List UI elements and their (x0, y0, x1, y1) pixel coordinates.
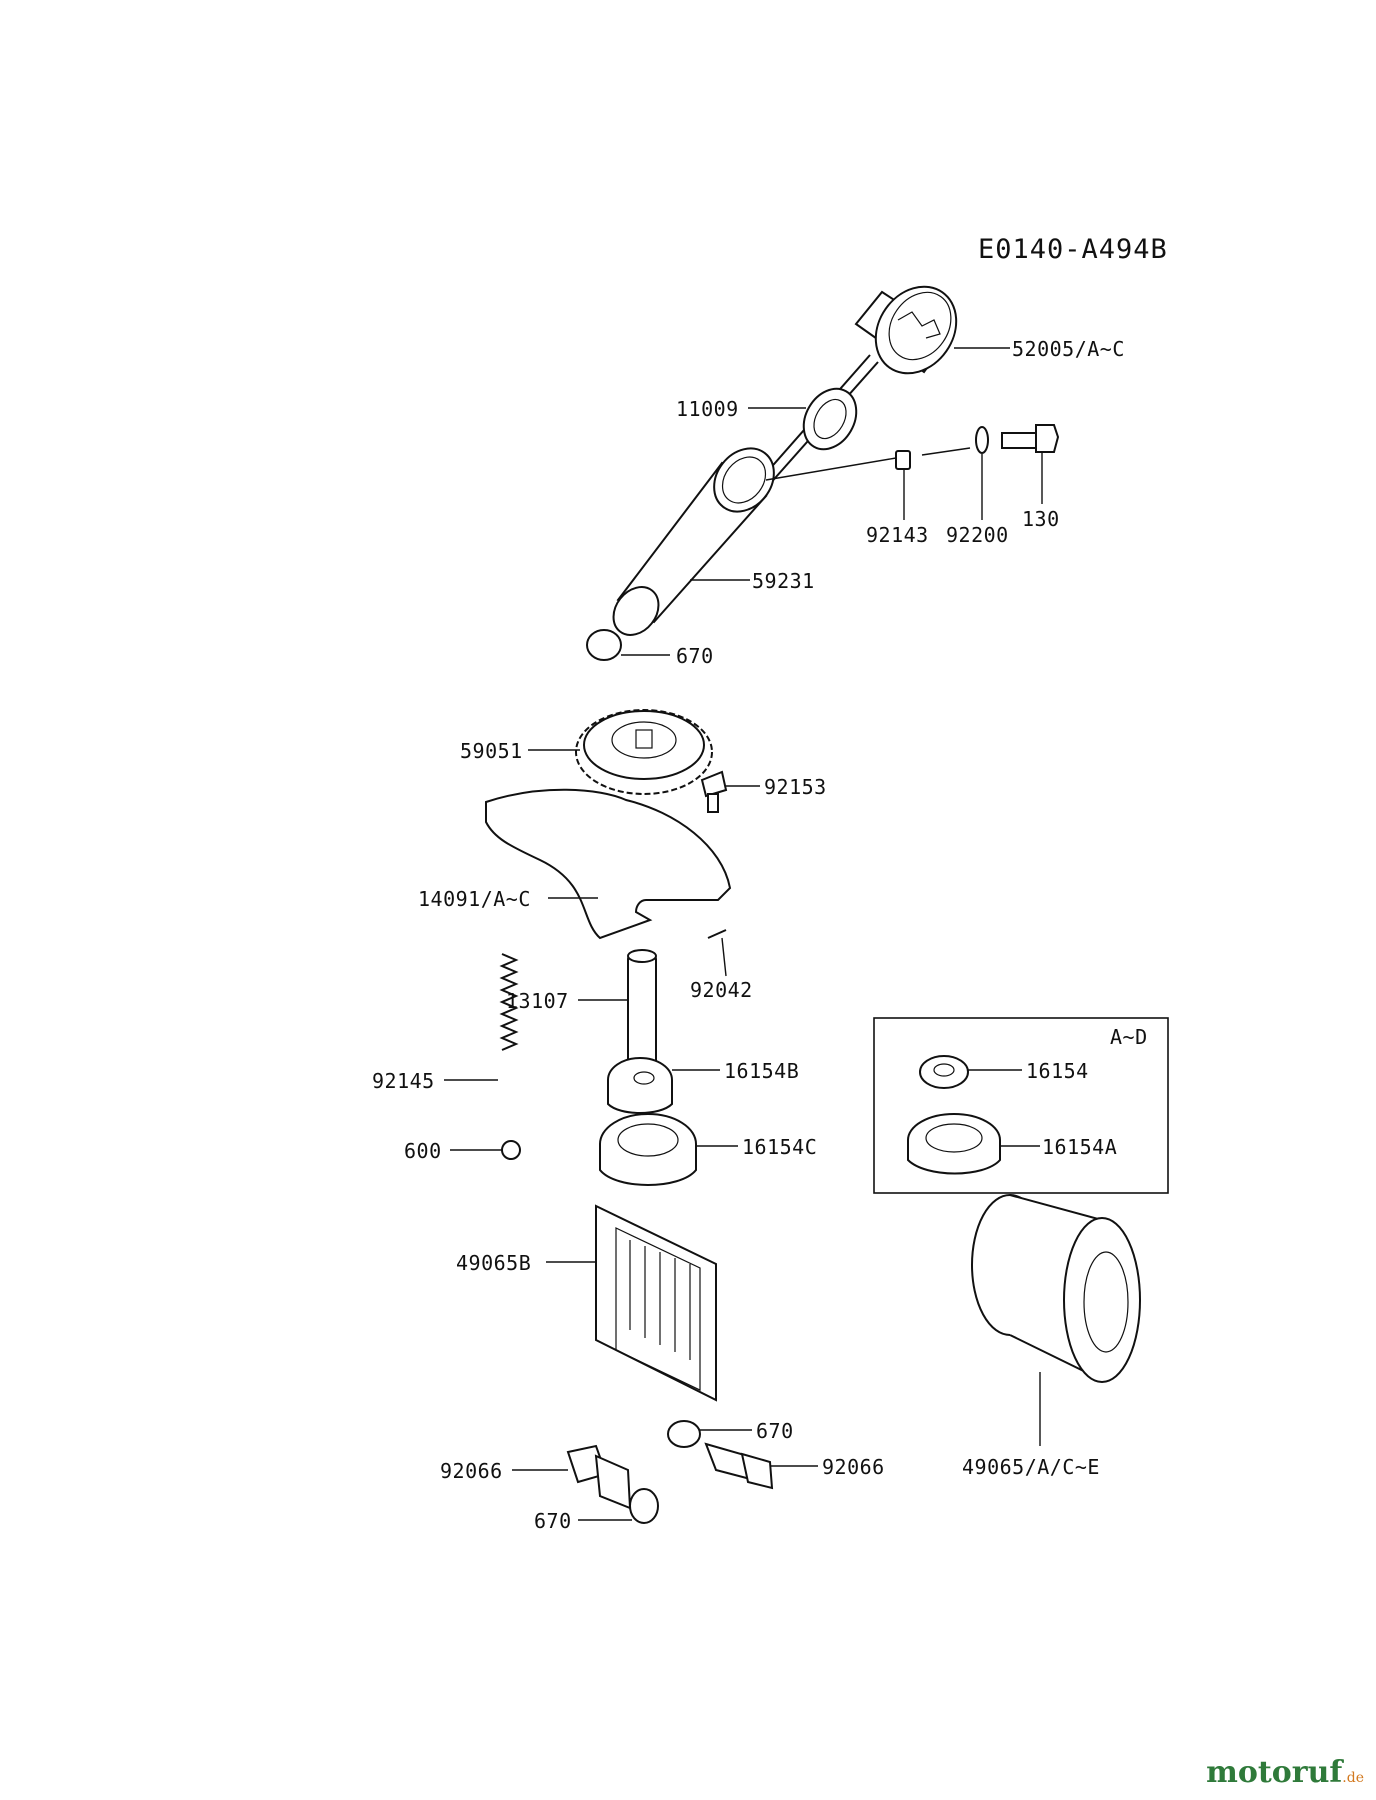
label-59231: 59231 (752, 569, 815, 593)
relief-ball-part (501, 1140, 521, 1160)
label-92145: 92145 (372, 1069, 435, 1093)
collar-part (895, 450, 911, 470)
drain-plug-left-part (566, 1444, 632, 1510)
filler-tube-part (612, 447, 775, 636)
oil-filter-part (971, 1194, 1141, 1383)
seal-ring-part (802, 387, 858, 451)
o-ring-mid-part (667, 1420, 701, 1448)
pump-cover-plate-part (485, 788, 732, 940)
label-14091: 14091/A~C (418, 887, 531, 911)
drain-plug-right-part (704, 1442, 774, 1490)
washer-part (975, 426, 989, 454)
label-92200: 92200 (946, 523, 1009, 547)
oil-strainer-part (595, 1204, 717, 1402)
label-600: 600 (404, 1139, 442, 1163)
label-52005: 52005/A~C (1012, 337, 1125, 361)
label-92066-right: 92066 (822, 1455, 885, 1479)
label-670-bottom: 670 (534, 1509, 572, 1533)
o-ring-top-part (586, 629, 622, 661)
label-11009: 11009 (676, 397, 739, 421)
label-92143: 92143 (866, 523, 929, 547)
label-13107: 13107 (506, 989, 569, 1013)
inset-inner-rotor-part (919, 1055, 969, 1089)
inset-title: A~D (1110, 1025, 1148, 1049)
pump-gear-part (575, 709, 713, 795)
dipstick-cap-part (854, 285, 958, 375)
label-130: 130 (1022, 507, 1060, 531)
pin-part (707, 929, 727, 939)
label-59051: 59051 (460, 739, 523, 763)
label-16154: 16154 (1026, 1059, 1089, 1083)
watermark-logo: motoruf.de (1206, 1755, 1364, 1790)
label-49065: 49065/A/C~E (962, 1455, 1100, 1479)
outer-rotor-part (599, 1113, 697, 1186)
label-16154A: 16154A (1042, 1135, 1117, 1159)
small-bolt-part (700, 770, 728, 813)
label-16154C: 16154C (742, 1135, 817, 1159)
label-92042: 92042 (690, 978, 753, 1002)
variant-inset: A~D (873, 1017, 1169, 1194)
relief-spring-part (499, 953, 519, 1051)
bolt-part (1001, 424, 1060, 453)
label-92066-left: 92066 (440, 1459, 503, 1483)
inner-rotor-part (607, 1057, 673, 1114)
label-49065B: 49065B (456, 1251, 531, 1275)
label-16154B: 16154B (724, 1059, 799, 1083)
diagram-code: E0140-A494B (978, 234, 1168, 265)
o-ring-bottom-part (629, 1488, 659, 1524)
inset-outer-rotor-part (907, 1113, 1001, 1175)
label-670-mid: 670 (756, 1419, 794, 1443)
label-92153: 92153 (764, 775, 827, 799)
label-670-top: 670 (676, 644, 714, 668)
